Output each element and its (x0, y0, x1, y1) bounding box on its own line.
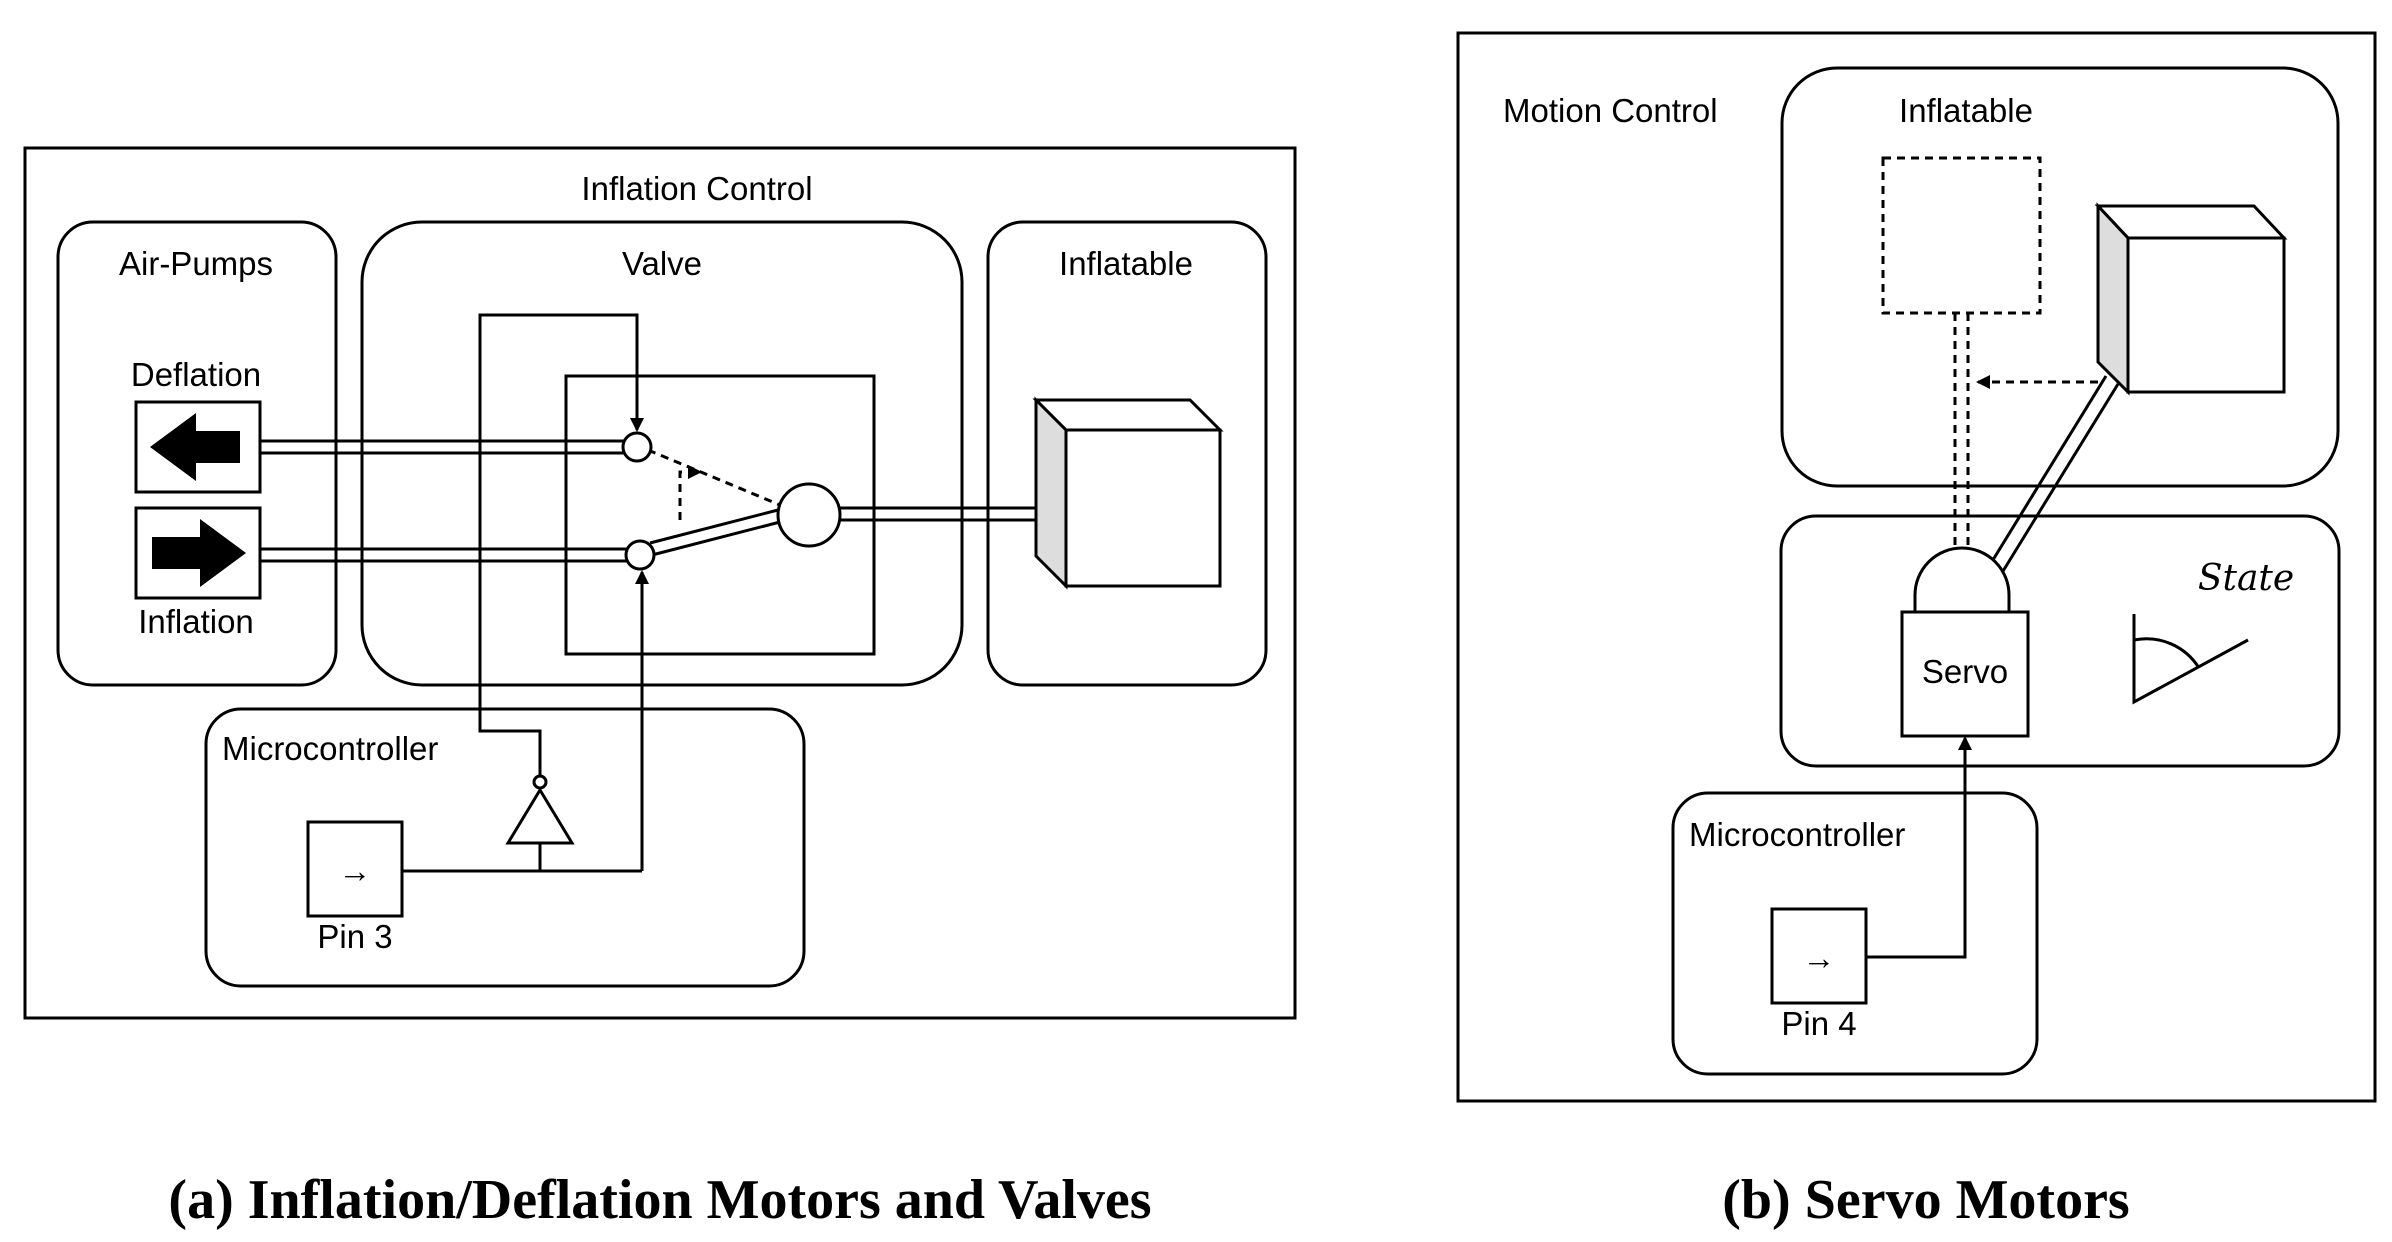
valve-output-tube (838, 506, 1036, 522)
servo-arm-dashed (1953, 313, 1970, 560)
valve-title: Valve (622, 245, 702, 282)
caption-a: (a) Inflation/Deflation Motors and Valve… (168, 1169, 1151, 1231)
microcontroller-box-a (204, 707, 806, 988)
pin-3-arrow-icon: → (339, 852, 372, 889)
servo-body (1900, 610, 2030, 738)
inflatable-box-b (1780, 66, 2340, 488)
deflation-label: Deflation (131, 356, 261, 393)
inflation-arrow-icon (152, 519, 246, 587)
servo-arm (1986, 375, 2120, 577)
servo-box (1779, 514, 2341, 768)
pin-3-box (306, 820, 404, 918)
pin-4-arrow-icon: → (1803, 939, 1836, 976)
deflation-pump-box (134, 400, 262, 494)
diagram-a: Inflation Control Air-Pumps Deflation In… (23, 146, 1297, 1231)
servo-horn (1913, 546, 2011, 614)
valve-inner-box (564, 374, 876, 656)
valve-switch-arm (649, 508, 781, 557)
inflatable-title-a: Inflatable (1059, 245, 1193, 282)
inverted-signal-wire (478, 313, 644, 776)
valve-dashed-arrow (678, 465, 702, 520)
inflation-control-frame (23, 146, 1297, 1020)
inverter-bubble (532, 774, 548, 790)
inflatable-title-b: Inflatable (1899, 92, 2033, 129)
inflation-pump-box (134, 506, 262, 600)
microcontroller-box-b (1671, 791, 2039, 1076)
valve-dashed-path (647, 448, 781, 507)
pin-4-label: Pin 4 (1781, 1005, 1856, 1042)
state-label: State (2198, 558, 2294, 599)
inflation-tube (260, 547, 628, 563)
inflation-port (624, 539, 656, 571)
pin-3-label: Pin 3 (317, 918, 392, 955)
microcontroller-title-a: Microcontroller (222, 730, 438, 767)
inflation-label: Inflation (138, 603, 254, 640)
inflatable-cube-a (1032, 396, 1224, 590)
pin-4-signal-wire (1866, 736, 1972, 959)
diagram-b: Motion Control Inflatable Servo State Mi… (1456, 31, 2377, 1231)
inverter-gate-icon (505, 787, 575, 845)
deflation-port (621, 431, 653, 463)
motion-control-title: Motion Control (1503, 92, 1718, 129)
deflation-tube (260, 439, 626, 455)
inflation-control-title: Inflation Control (581, 170, 812, 207)
inflatable-cube-b (2094, 202, 2288, 396)
caption-b: (b) Servo Motors (1722, 1169, 2129, 1231)
inflatable-box-a (986, 220, 1268, 687)
angle-icon (2132, 614, 2249, 705)
motion-control-frame (1456, 31, 2377, 1103)
air-pumps-title: Air-Pumps (119, 245, 273, 282)
angle-arc (2133, 637, 2201, 669)
deflation-arrow-icon (150, 413, 240, 481)
valve-pivot (776, 482, 842, 548)
microcontroller-title-b: Microcontroller (1689, 816, 1905, 853)
inflatable-ghost-position (1881, 156, 2042, 315)
servo-label: Servo (1922, 653, 2008, 690)
